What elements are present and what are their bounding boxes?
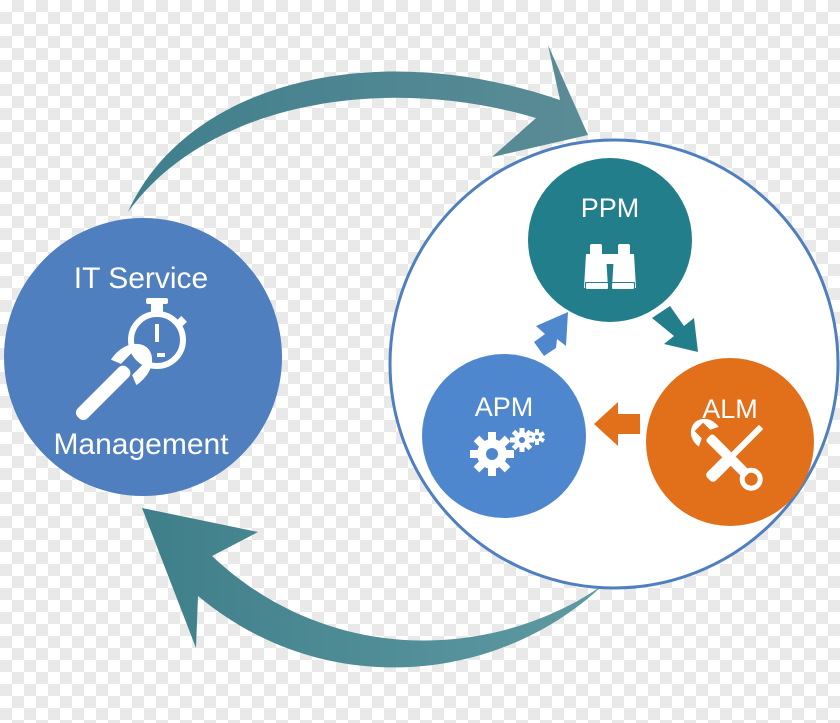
arrow-ppm-to-alm (652, 306, 698, 352)
gears-icon (470, 428, 545, 476)
cycle-arrow-bottom (142, 508, 603, 668)
binoculars-icon (584, 244, 636, 290)
arrow-apm-to-ppm (534, 312, 568, 356)
tools-icon (690, 418, 764, 491)
ppm-label: PPM (580, 193, 640, 223)
apm-circle (422, 354, 586, 518)
alm-circle (646, 358, 814, 526)
wrench-stopwatch-icon (75, 298, 187, 421)
arrow-alm-to-apm (594, 402, 640, 446)
alm-label: ALM (702, 394, 758, 424)
itsm-label-line2: Management (53, 428, 229, 461)
ppm-circle (528, 158, 692, 322)
itsm-label-line1: IT Service (73, 262, 209, 295)
apm-label: APM (474, 392, 534, 422)
cycle-arrow-top (128, 45, 588, 212)
